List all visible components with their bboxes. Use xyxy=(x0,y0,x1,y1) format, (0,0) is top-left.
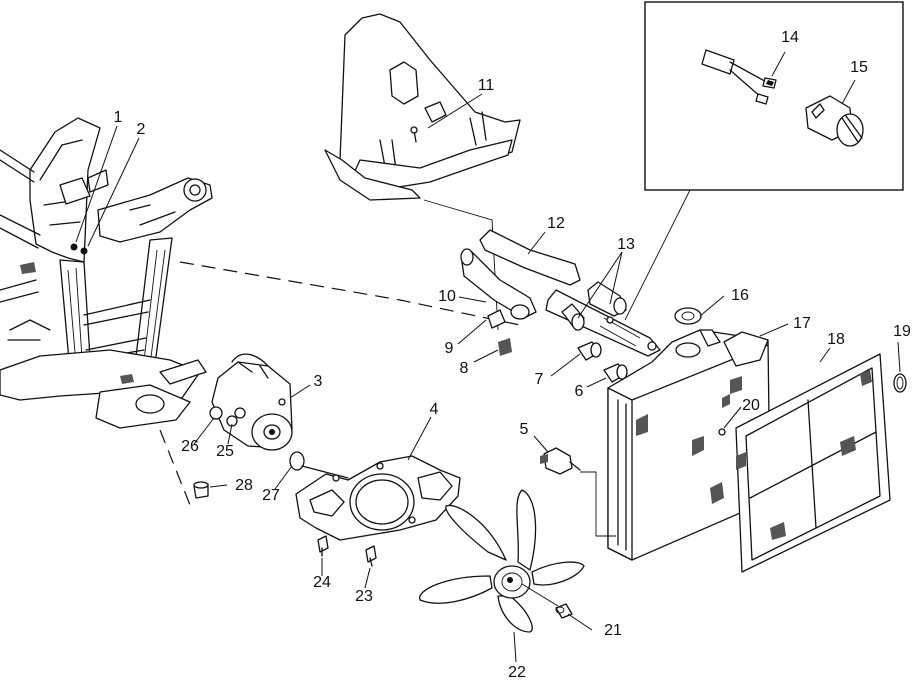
callout-labels: 1 2 3 4 5 6 7 8 9 10 11 12 13 14 15 16 1… xyxy=(114,29,911,680)
alignment-dashed-line xyxy=(179,261,521,326)
callout-9: 9 xyxy=(445,340,454,357)
vehicle-frame xyxy=(0,117,213,429)
callout-1: 1 xyxy=(114,109,123,126)
cooling-fan xyxy=(419,489,585,633)
callout-21: 21 xyxy=(604,622,622,639)
callout-19: 19 xyxy=(893,323,911,340)
callout-12: 12 xyxy=(547,215,565,232)
callout-23: 23 xyxy=(355,588,373,605)
callout-22: 22 xyxy=(508,664,526,680)
callout-26: 26 xyxy=(181,438,199,455)
callout-27: 27 xyxy=(262,487,280,504)
radiator-screen xyxy=(735,353,907,573)
callout-17: 17 xyxy=(793,315,811,332)
leader-lines xyxy=(75,51,901,663)
callout-25: 25 xyxy=(216,443,234,460)
callout-5: 5 xyxy=(520,421,529,438)
callout-20: 20 xyxy=(742,397,760,414)
callout-14: 14 xyxy=(781,29,799,46)
guide-line-inset xyxy=(624,189,691,321)
coolant-hoses xyxy=(460,229,661,383)
callout-10: 10 xyxy=(438,288,456,305)
callout-4: 4 xyxy=(430,401,439,418)
thermo-switch xyxy=(540,447,581,475)
callout-15: 15 xyxy=(850,59,868,76)
upper-bracket xyxy=(324,13,521,201)
plug-28 xyxy=(193,481,209,499)
callout-18: 18 xyxy=(827,331,845,348)
callout-28: 28 xyxy=(235,477,253,494)
guide-line-upper xyxy=(423,199,499,331)
inset-detail-box xyxy=(644,1,904,191)
callout-6: 6 xyxy=(575,383,584,400)
callout-2: 2 xyxy=(137,121,146,138)
callout-11: 11 xyxy=(478,77,495,94)
radiator xyxy=(580,307,771,561)
callout-3: 3 xyxy=(314,373,323,390)
callout-24: 24 xyxy=(313,574,331,591)
callout-8: 8 xyxy=(460,360,469,377)
callout-7: 7 xyxy=(535,371,544,388)
callout-16: 16 xyxy=(731,287,749,304)
fan-shroud xyxy=(295,455,461,567)
alignment-dashed-line-lower xyxy=(159,429,193,511)
callout-13: 13 xyxy=(617,236,635,253)
